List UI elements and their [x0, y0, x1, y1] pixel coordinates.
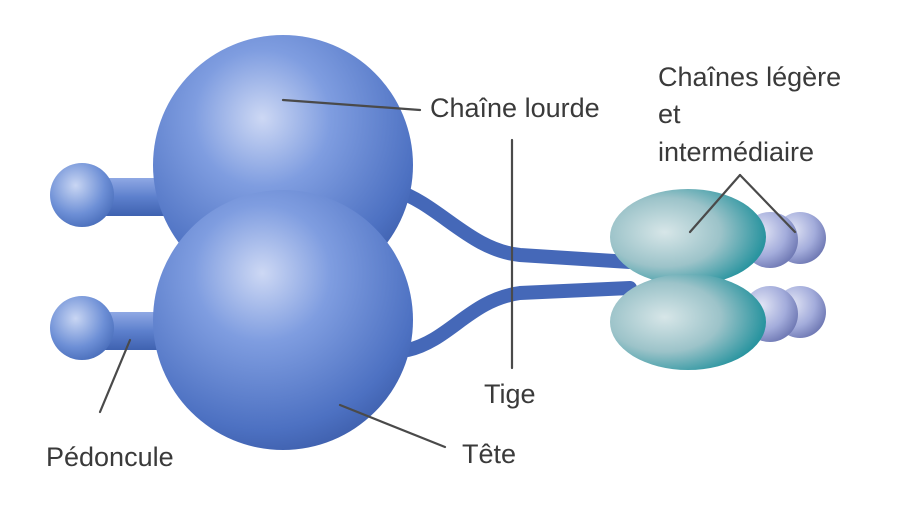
lower-head	[153, 190, 413, 450]
upper-stem-ball	[50, 163, 114, 227]
leader-heavy-chain	[281, 98, 422, 112]
light-chain-upper	[610, 189, 766, 285]
leader-stem	[98, 338, 132, 414]
leader-light-chains-a	[688, 173, 742, 234]
label-head: Tête	[462, 439, 516, 469]
leader-head	[338, 403, 447, 449]
label-heavy-chain: Chaîne lourde	[430, 93, 600, 123]
lower-stalk	[401, 281, 637, 357]
label-light-chains-line2: et	[658, 99, 681, 129]
leader-light-chains-b	[738, 173, 797, 234]
label-stalk: Tige	[484, 379, 536, 409]
label-light-chains-line1: Chaînes légère	[658, 62, 841, 92]
light-chain-lower	[610, 274, 766, 370]
label-light-chains-line3: intermédiaire	[658, 137, 814, 167]
lower-stem-ball	[50, 296, 114, 360]
label-stem: Pédoncule	[46, 442, 174, 472]
